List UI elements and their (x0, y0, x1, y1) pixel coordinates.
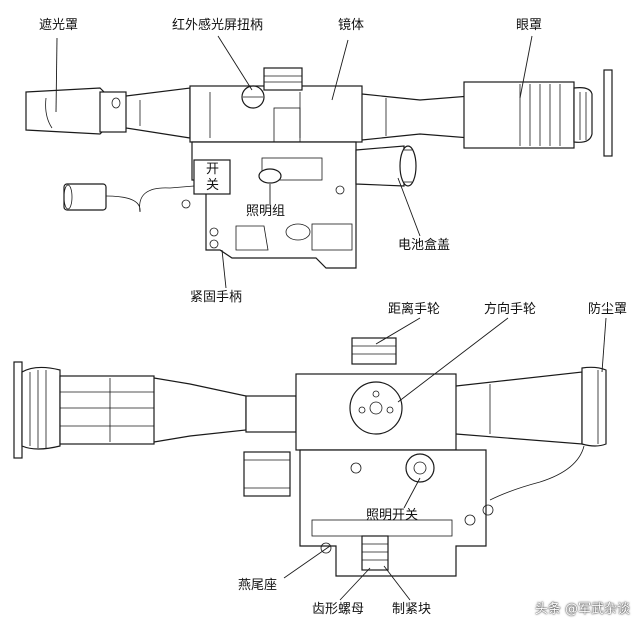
label-eyecup: 眼罩 (516, 18, 543, 33)
label-switch-off: 关 (206, 178, 220, 193)
label-sunshade: 遮光罩 (39, 18, 79, 33)
label-battery-cap: 电池盒盖 (398, 238, 451, 253)
top-body (189, 85, 363, 143)
label-ir-knob: 红外感光屏扭柄 (172, 18, 264, 33)
bottom-dust-cover (581, 366, 607, 447)
label-gear-nut: 齿形螺母 (312, 602, 365, 617)
top-turret (263, 67, 303, 91)
top-scope (25, 35, 613, 289)
label-switch-on: 开 (206, 162, 220, 177)
label-lock-block: 制紧块 (392, 602, 432, 617)
bottom-gear-nut (361, 535, 389, 571)
label-clamp-handle: 紧固手柄 (190, 290, 243, 305)
label-dovetail: 燕尾座 (238, 578, 278, 593)
bottom-mount (299, 449, 487, 577)
top-eyecup (463, 81, 575, 149)
bottom-dir-wheel (349, 381, 403, 435)
top-switch (193, 159, 231, 195)
label-illum-switch: 照明开关 (366, 508, 419, 523)
watermark: 头条 @军武杂谈 (534, 602, 630, 617)
label-range-wheel: 距离手轮 (388, 302, 441, 317)
label-illum-group: 照明组 (246, 204, 286, 219)
bottom-eyecup (21, 366, 61, 450)
bottom-range-wheel (351, 337, 397, 365)
top-battery (355, 145, 405, 187)
label-dust-cover: 防尘罩 (588, 302, 628, 317)
bottom-scope (13, 317, 607, 601)
bottom-battery (243, 451, 291, 497)
label-body: 镜体 (338, 18, 365, 33)
label-dir-wheel: 方向手轮 (484, 302, 537, 317)
top-sunshade (25, 87, 105, 135)
